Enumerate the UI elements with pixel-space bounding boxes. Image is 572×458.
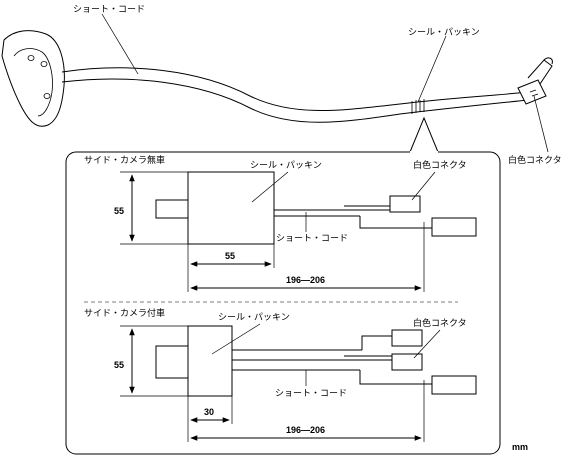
harness-illustration: [1, 13, 553, 153]
white-connector-icon: [517, 57, 553, 105]
detail-frame: [65, 151, 501, 455]
seal-packing-block: [187, 325, 233, 397]
mirror-housing-icon: [1, 30, 65, 127]
section-title: サイド・カメラ付車: [84, 307, 165, 319]
dimension-length: 196—206: [286, 275, 325, 285]
label-short-cord: ショート・コード: [275, 389, 347, 399]
grommet-stub: [155, 345, 189, 379]
dimension-width: 30: [204, 407, 214, 417]
section-without-camera: サイド・カメラ無車 シール・パッキン 白色コネクタ ショート・コード 55 55…: [84, 154, 477, 292]
label-white-connector: 白色コネクタ: [508, 154, 562, 166]
dimension-height: 55: [114, 206, 124, 216]
label-seal-packing: シール・パッキン: [408, 27, 480, 38]
white-connector-box: [391, 353, 423, 371]
white-connector-box: [389, 195, 421, 213]
unit-label: mm: [512, 442, 528, 452]
label-seal-packing: シール・パッキン: [250, 160, 322, 171]
seal-packing-icon: [411, 99, 425, 114]
section-title: サイド・カメラ無車: [84, 154, 165, 166]
connector-box: [431, 217, 477, 237]
white-connector-box: [391, 329, 423, 347]
short-cord-cable: [61, 67, 529, 123]
label-white-connector: 白色コネクタ: [413, 317, 467, 329]
label-short-cord: ショート・コード: [276, 234, 348, 244]
seal-packing-block: [187, 171, 275, 245]
grommet-stub: [155, 199, 189, 219]
label-white-connector: 白色コネクタ: [413, 159, 467, 171]
section-with-camera: サイド・カメラ付車 シール・パッキン 白色コネクタ ショート・コード 55 30…: [84, 307, 477, 442]
dimension-length: 196—206: [286, 425, 325, 435]
connector-box: [431, 375, 477, 395]
dimension-height: 55: [114, 360, 124, 370]
label-seal-packing: シール・パッキン: [218, 312, 290, 323]
label-short-cord: ショート・コード: [73, 5, 145, 15]
dimension-width: 55: [225, 251, 235, 261]
